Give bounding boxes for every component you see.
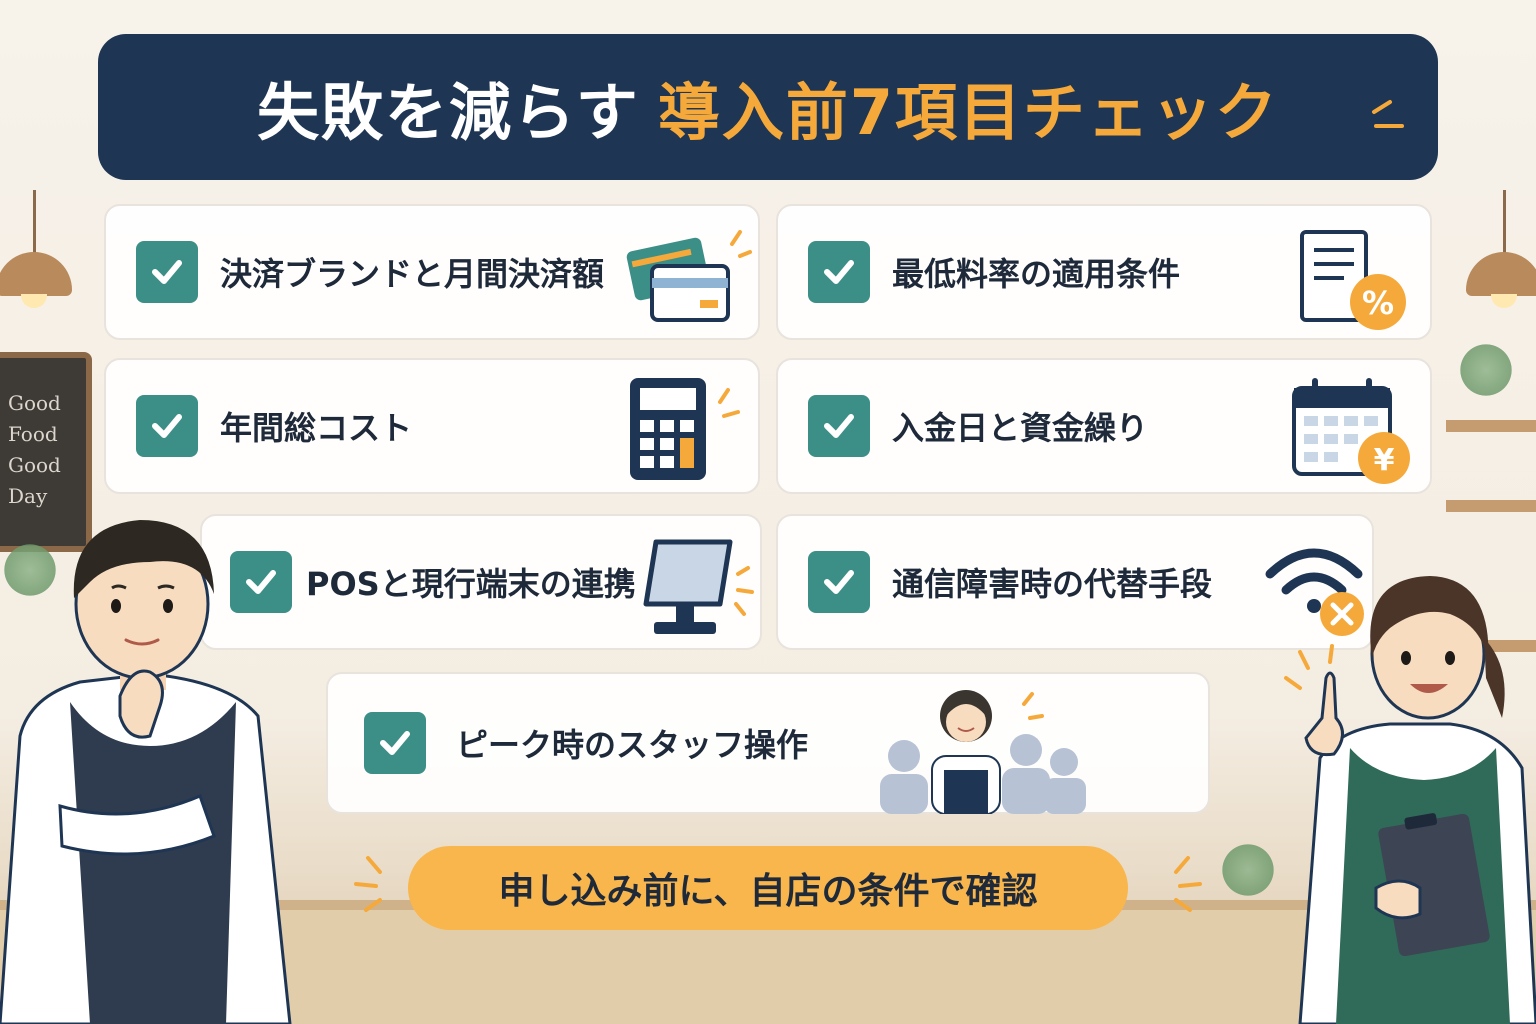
- chalkboard: Good Food Good Day: [0, 352, 92, 552]
- sparkle-icon: [354, 856, 382, 912]
- calendar-yen-icon: ¥: [1292, 378, 1410, 484]
- shelf: [1446, 420, 1536, 432]
- plant-icon: [0, 540, 60, 600]
- chalkboard-line: Good: [8, 453, 61, 477]
- checkbox-checked-icon[interactable]: [230, 551, 292, 613]
- title-accent: 導入前7項目チェック: [657, 76, 1279, 149]
- lamp-cord-left: [33, 190, 36, 254]
- checkbox-checked-icon[interactable]: [136, 241, 198, 303]
- checklist-item-minimum-rate: 最低料率の適用条件 %: [776, 204, 1432, 340]
- checklist-item-network-outage: 通信障害時の代替手段: [776, 514, 1374, 650]
- checkbox-checked-icon[interactable]: [136, 395, 198, 457]
- male-staff-illustration: [0, 520, 292, 1024]
- checklist-item-label: 決済ブランドと月間決済額: [220, 255, 605, 293]
- staff-group-icon: [880, 690, 1086, 814]
- checklist-item-pos-integration: POSと現行端末の連携: [200, 514, 762, 650]
- sparkle-icon: [1174, 856, 1202, 912]
- lamp-right-icon: [1466, 252, 1536, 296]
- calculator-icon: [630, 378, 740, 480]
- lamp-bulb-left: [21, 294, 47, 308]
- checklist-item-label: 最低料率の適用条件: [892, 255, 1181, 293]
- checklist-item-payout-date: 入金日と資金繰り ¥: [776, 358, 1432, 494]
- cta-banner[interactable]: 申し込み前に、自店の条件で確認: [408, 846, 1128, 930]
- svg-text:%: %: [1362, 284, 1394, 322]
- lamp-left-icon: [0, 252, 72, 296]
- checklist-item-peak-staff: ピーク時のスタッフ操作: [326, 672, 1210, 814]
- title-banner: 失敗を減らす 導入前7項目チェック: [98, 34, 1438, 180]
- wifi-error-icon: [1265, 548, 1364, 636]
- chalkboard-line: Good: [8, 391, 61, 415]
- checklist-item-payment-brands: 決済ブランドと月間決済額: [104, 204, 760, 340]
- sparkle-icon: [1372, 100, 1404, 128]
- pos-terminal-icon: [643, 539, 754, 634]
- chalkboard-line: Food: [8, 422, 58, 446]
- checkbox-checked-icon[interactable]: [808, 395, 870, 457]
- credit-card-icon: [626, 230, 752, 322]
- checklist-item-label: 年間総コスト: [220, 409, 413, 447]
- checklist-item-label: 入金日と資金繰り: [892, 409, 1149, 447]
- checkbox-checked-icon[interactable]: [808, 551, 870, 613]
- cta-label: 申し込み前に、自店の条件で確認: [498, 871, 1038, 912]
- checkbox-checked-icon[interactable]: [808, 241, 870, 303]
- checklist-item-label: ピーク時のスタッフ操作: [456, 726, 809, 764]
- checklist-item-label: 通信障害時の代替手段: [892, 565, 1213, 603]
- checklist-item-annual-cost: 年間総コスト: [104, 358, 760, 494]
- svg-text:¥: ¥: [1374, 443, 1395, 478]
- checklist-item-label: POSと現行端末の連携: [306, 565, 636, 603]
- checkbox-checked-icon[interactable]: [364, 712, 426, 774]
- percent-document-icon: %: [1300, 230, 1406, 330]
- plant-icon: [1456, 340, 1516, 400]
- shelf: [1446, 500, 1536, 512]
- lamp-cord-right: [1503, 190, 1506, 254]
- chalkboard-line: Day: [8, 484, 48, 508]
- title-lead: 失敗を減らす: [257, 76, 640, 149]
- plant-icon: [1218, 840, 1278, 900]
- lamp-bulb-right: [1491, 294, 1517, 308]
- female-staff-illustration: [1284, 576, 1536, 1024]
